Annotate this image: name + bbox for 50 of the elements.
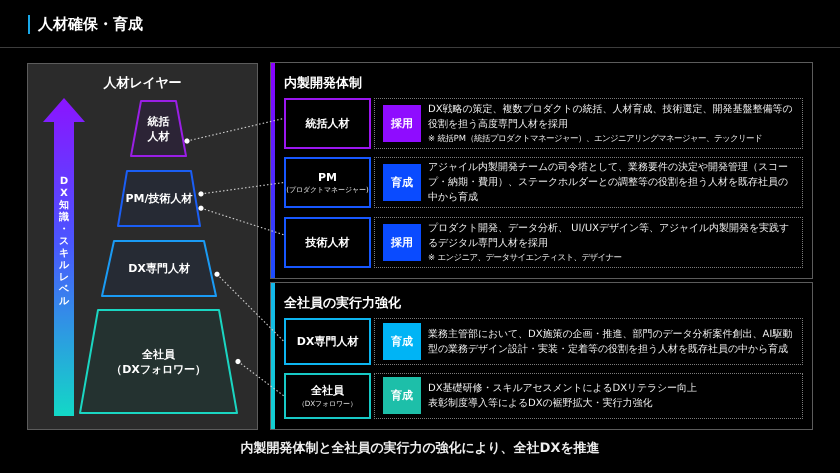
description-box [374,98,803,149]
role-box [284,318,371,365]
description-text: プロダクト開発、データ分析、 UI/UXデザイン等、アジャイル内製開発を実践するデジタル専門人材を採用 [428,222,790,251]
section-heading: 内製開発体制 [284,75,362,92]
panel-heading: 人材レイヤー [104,75,182,92]
description-text: 業務主管部において、DX施策の企画・推進、部門のデータ分析案件創出、AI駆動型の業務デザイン設計・実装・定着等の役割を担う人材を既存社員の中から育成 [428,328,794,356]
role-label: 技術人材 [306,235,350,250]
footnote-text: ※ 統括PM（統括プロダクトマネージャー）、エンジニアリングマネージャー、テックリード [428,132,762,145]
description-box [374,318,803,365]
category-tag: 採用 [383,105,421,142]
layer-panel [27,63,258,430]
role-label: 全社員 [311,382,344,398]
description-text: DX戦略の策定、複数プロダクトの統括、人材育成、技術選定、開発基盤整備等の役割を担う高度専門人材を採用 [428,102,794,132]
role-box [284,157,371,208]
role-label: 統括人材 [306,116,350,131]
leader-line [184,118,284,144]
pyramid-tier [117,170,201,227]
category-tag: 採用 [383,224,421,261]
caption-text: 内製開発体制と全社員の実行力の強化により、全社DXを推進 [240,440,600,457]
description-box [374,373,803,419]
pyramid-tier [79,309,238,414]
role-label: DX専門人材 [296,334,358,349]
level-arrow [43,98,85,416]
role-box [284,98,371,149]
role-box [284,373,371,419]
description-text: アジャイル内製開発チームの司令塔として、業務要件の決定や開発管理（スコープ・納期・費用）、ステークホルダーとの調整等の役割を担う人材を既存社員の中から育成 [428,160,789,205]
tier-label: 統括人材 [146,114,170,144]
tier-label: PM/技術人材 [125,191,193,206]
section-panel [270,62,813,279]
role-box [284,217,371,268]
tier-label: （DXフォロワー） [111,362,206,376]
leader-line [214,272,284,342]
description-box [374,217,803,268]
category-tag: 育成 [383,164,421,201]
pyramid-tier [101,240,217,297]
section-heading: 全社員の実行力強化 [284,294,401,312]
slide-title: 人材確保・育成 [28,15,143,34]
tier-label: 全社員 [142,346,175,362]
category-tag: 育成 [383,377,421,414]
category-tag: 育成 [383,323,421,360]
description-text: 表彰制度導入等によるDXの裾野拡大・実行力強化 [428,396,653,411]
pyramid-tier [130,100,187,157]
role-label: PM [318,170,337,184]
footnote-text: ※ エンジニア、データサイエンティスト、デザイナー [428,251,622,264]
leader-line [198,206,284,236]
description-box [374,157,803,208]
description-text: DX基礎研修・スキルアセスメントによるDXリテラシー向上 [428,382,698,396]
axis-label: DX知識・スキルレベル [58,176,70,308]
section-panel [270,282,813,430]
tier-label: DX専門人材 [128,261,190,276]
